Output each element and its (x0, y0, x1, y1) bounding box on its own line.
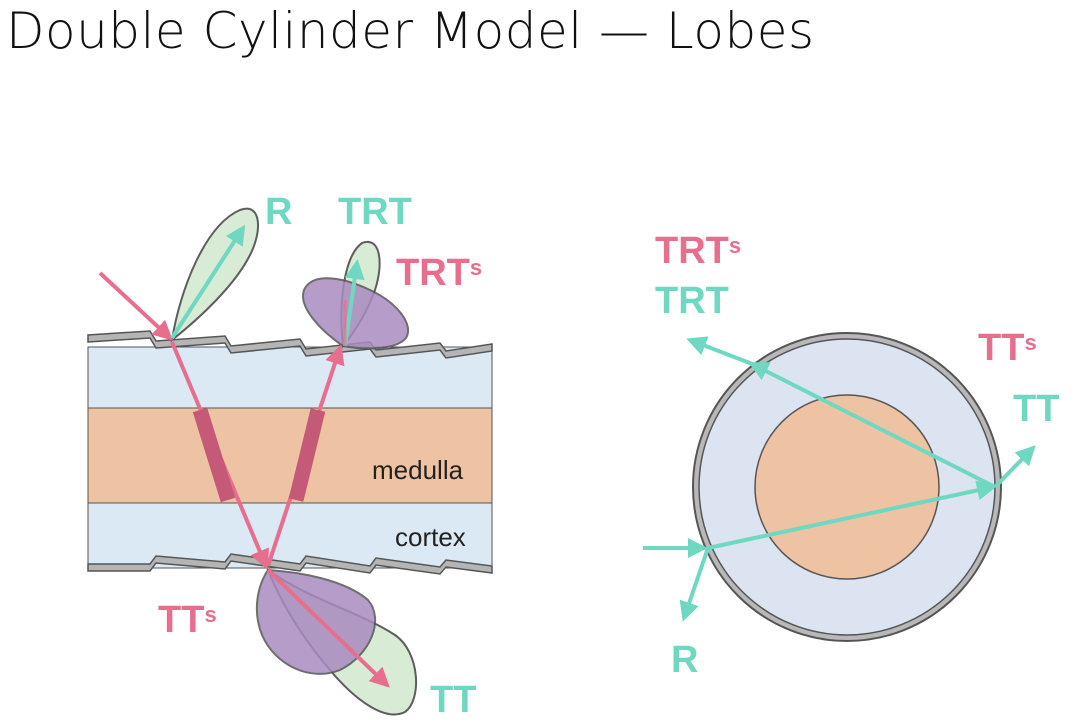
hair-slab (87, 330, 493, 575)
page-title: Double Cylinder Model — Lobes (6, 2, 815, 60)
trts-label-right: TRTs (655, 230, 741, 272)
medulla-scatter-down (192, 407, 236, 503)
tts-lobe (255, 568, 377, 675)
trts-lobe (302, 277, 409, 350)
trts-label-left: TRTs (396, 252, 482, 294)
tt-label-left: TT (430, 679, 476, 721)
cortex-label: cortex (395, 522, 466, 552)
r-ray (170, 224, 246, 340)
reflected-ray-right (748, 362, 996, 489)
tt-label-right: TT (1013, 388, 1059, 430)
cortex-top-layer (87, 346, 493, 409)
trt-label-right: TRT (655, 280, 729, 322)
r-label-right: R (671, 639, 698, 681)
cuticle-top (87, 330, 493, 359)
tt-ray (266, 568, 390, 688)
r-ray-right (679, 547, 710, 622)
trt-ray-right (686, 336, 756, 367)
tt-ray-right (993, 445, 1036, 489)
r-label-left: R (265, 191, 292, 233)
tts-label-right: TTs (978, 327, 1037, 369)
medulla-scatter-up (288, 408, 326, 502)
medulla-cross-section (754, 394, 940, 580)
incident-ray (98, 271, 173, 341)
refracted-ray-right (707, 480, 997, 550)
trt-ray (343, 259, 365, 347)
medulla-label: medulla (372, 455, 464, 485)
cuticle-bottom (87, 553, 493, 575)
trt-label-left: TRT (338, 191, 412, 233)
tts-label-left: TTs (158, 599, 217, 641)
